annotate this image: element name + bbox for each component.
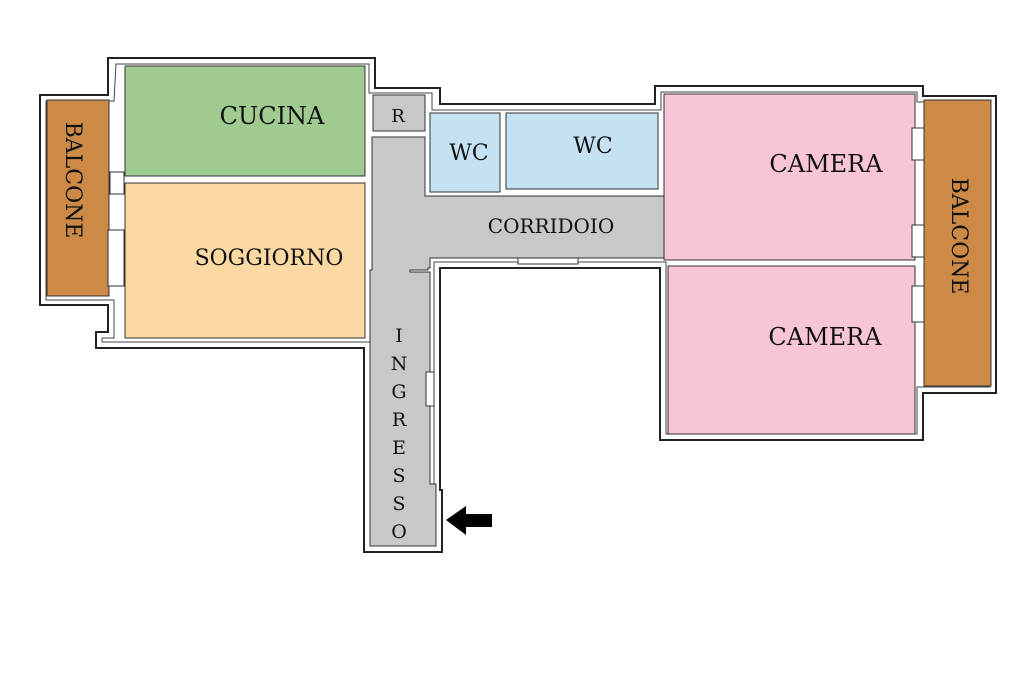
entrance-letter: O: [391, 521, 407, 543]
storage-area: [372, 94, 426, 132]
living-label: SOGGIORNO: [195, 246, 344, 271]
entrance-label: I N G R E S S O: [391, 325, 408, 543]
storage-label: R: [391, 106, 405, 127]
balcony-left-area: [46, 99, 110, 297]
bedroom-2-label: CAMERA: [768, 323, 882, 351]
bedroom-2-area: [667, 265, 916, 435]
entrance-letter: G: [391, 381, 406, 403]
wc-2-label: WC: [573, 134, 612, 159]
balcony-right-label: BALCONE: [946, 178, 971, 295]
entrance-letter: S: [392, 493, 405, 515]
wc-1-area: [429, 112, 501, 193]
entrance-letter: E: [392, 437, 406, 459]
bedroom-1-area: [663, 93, 916, 261]
kitchen-label: CUCINA: [220, 102, 325, 130]
living-area: [124, 182, 366, 339]
wc-2-area: [505, 112, 659, 190]
entrance-letter: S: [392, 465, 405, 487]
balcony-left-label: BALCONE: [60, 122, 85, 239]
arrow-left-icon: [446, 506, 492, 535]
outer-walls: [39, 57, 997, 553]
corridor-label: CORRIDOIO: [488, 214, 614, 238]
entrance-letter: R: [392, 409, 407, 431]
entrance-letter: N: [391, 353, 408, 375]
wc-1-label: WC: [449, 141, 488, 166]
kitchen-area: [124, 65, 366, 177]
bedroom-1-label: CAMERA: [769, 150, 883, 178]
balcony-right-area: [923, 99, 992, 387]
window-marks: [107, 127, 925, 407]
entrance-letter: I: [395, 325, 403, 347]
